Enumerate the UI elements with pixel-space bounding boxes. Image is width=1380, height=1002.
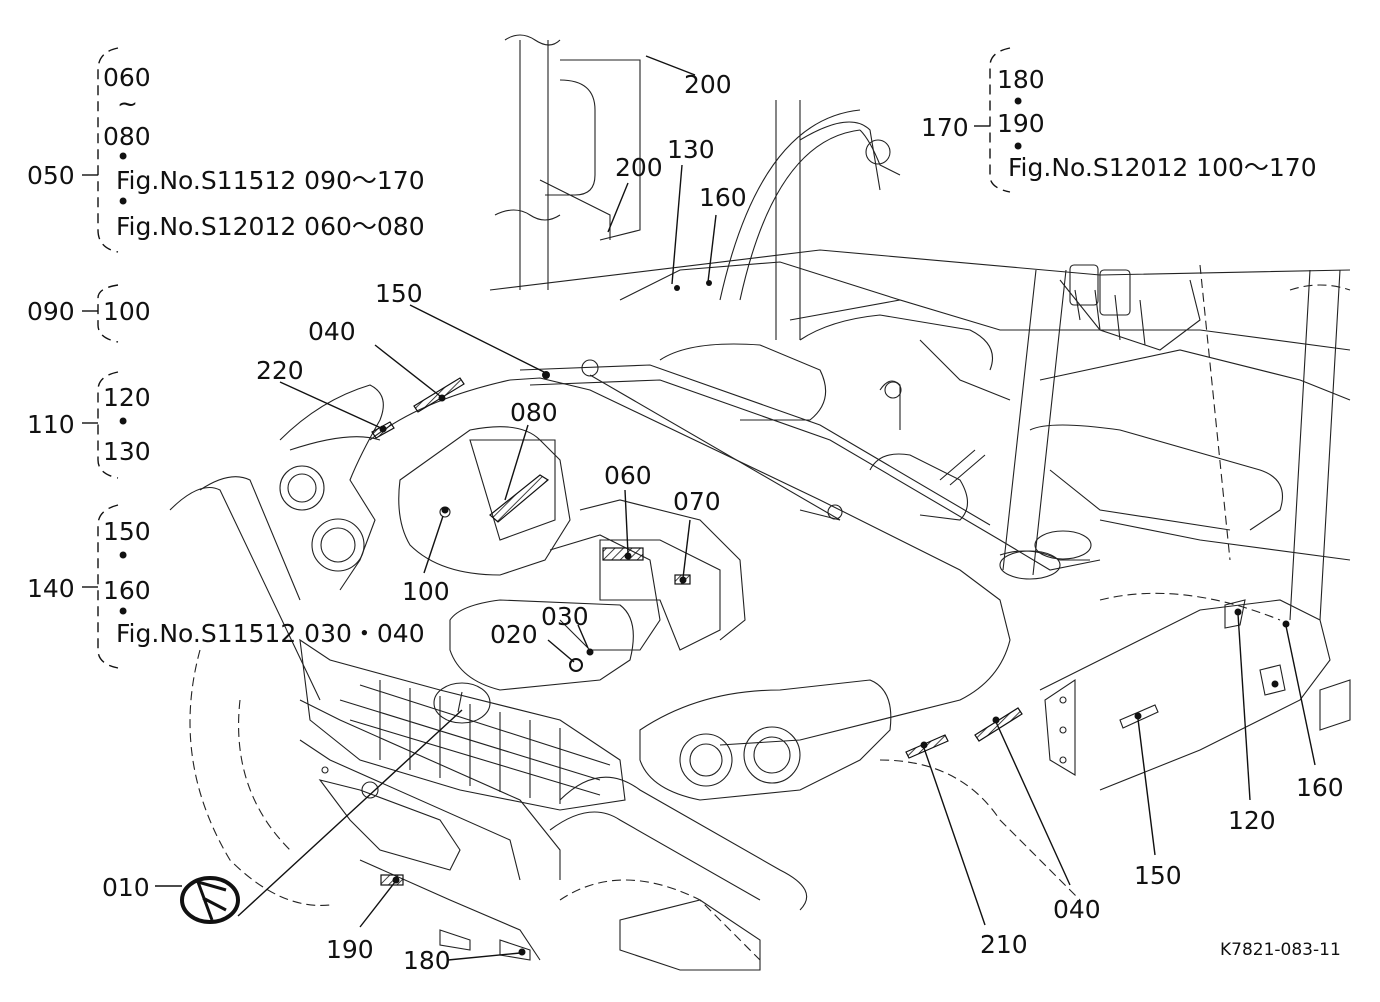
callout-100: 100 [402,577,450,606]
group-140: 140 150 • 160 • Fig.No.S11512 030・040 [27,517,425,648]
group-line: 100 [103,297,151,326]
wheels [189,592,1281,971]
group-tilde: ~ [117,89,138,118]
group-line: 120 [103,383,151,412]
callouts: 010 020 030 040 040 060 070 080 100 120 … [102,70,1344,975]
group-line: 190 [997,109,1045,138]
group-line: 060 [103,63,151,92]
group-key: 090 [27,297,75,326]
group-key: 170 [921,113,969,142]
brush-guard [169,476,808,961]
group-170: 170 180 • 190 • Fig.No.S12012 100～170 [921,65,1317,182]
callout-210: 210 [980,930,1028,959]
group-figref: Fig.No.S11512 030・040 [116,619,425,648]
group-figref: Fig.No.S12012 100～170 [1008,153,1317,182]
group-090: 090 100 [27,297,151,326]
callout-040: 040 [1053,895,1101,924]
callout-010: 010 [102,873,150,902]
front-grille [299,638,626,811]
group-brackets [82,47,1011,669]
group-line: 180 [997,65,1045,94]
rops-frame [494,34,1351,621]
group-line: 130 [103,437,151,466]
group-key: 140 [27,574,75,603]
group-dot: • [116,188,130,216]
group-110: 110 120 • 130 [27,383,151,466]
group-dot: • [116,408,130,436]
callout-180: 180 [403,946,451,975]
callout-030: 030 [541,602,589,631]
group-dot: • [1011,133,1025,161]
cargo-seat-area [489,129,1351,561]
callout-020: 020 [490,620,538,649]
group-line: 160 [103,576,151,605]
callout-200: 200 [615,153,663,182]
callout-060: 060 [604,461,652,490]
callout-070: 070 [673,487,721,516]
group-dot: • [1011,88,1025,116]
callout-130: 130 [667,135,715,164]
group-dot: • [116,598,130,626]
fasteners [379,280,1290,956]
group-dot: • [116,143,130,171]
callout-190: 190 [326,935,374,964]
dashboard [519,339,1101,580]
callout-150: 150 [375,279,423,308]
group-dot: • [116,542,130,570]
group-figref: Fig.No.S12012 060～080 [116,212,425,241]
callout-160: 160 [699,183,747,212]
callout-040: 040 [308,317,356,346]
callout-150: 150 [1134,861,1182,890]
callout-200: 200 [684,70,732,99]
group-key: 110 [27,410,75,439]
group-figref: Fig.No.S11512 090～170 [116,166,425,195]
side-panels [974,599,1351,791]
callout-120: 120 [1228,806,1276,835]
group-key: 050 [27,161,75,190]
emblem-part [180,876,240,924]
group-line: 080 [103,122,151,151]
group-050: 050 060 ~ 080 • Fig.No.S11512 090～170 • … [27,63,425,241]
callout-220: 220 [256,356,304,385]
callout-160: 160 [1296,773,1344,802]
drawing-reference: K7821-083-11 [1220,940,1341,960]
leader-lines [155,55,1316,961]
group-line: 150 [103,517,151,546]
callout-080: 080 [510,398,558,427]
